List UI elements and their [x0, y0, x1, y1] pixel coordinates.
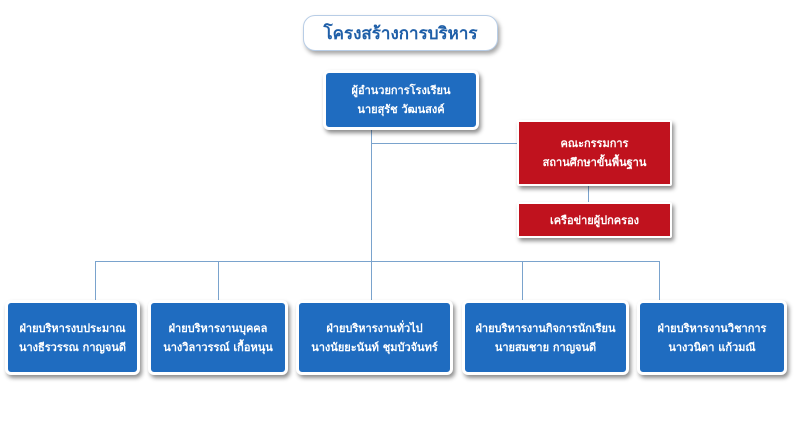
- department-box-academic: ฝ่ายบริหารงานวิชาการ นางวนิดา แก้วมณี: [637, 300, 787, 375]
- department-box-personnel: ฝ่ายบริหารงานบุคคล นางวิลาวรรณ์ เกื้อหนุ…: [148, 300, 288, 375]
- parent-network-label: เครือข่ายผู้ปกครอง: [549, 213, 640, 227]
- director-role: ผู้อำนวยการโรงเรียน: [351, 84, 451, 97]
- connector-horizontal-bus: [95, 261, 660, 262]
- connector-drop-3: [371, 261, 372, 301]
- chart-title: โครงสร้างการบริหาร: [303, 15, 498, 51]
- connector-drop-1: [95, 261, 96, 301]
- department-role: ฝ่ายบริหารงานกิจการนักเรียน: [475, 321, 616, 335]
- parent-network-box: เครือข่ายผู้ปกครอง: [517, 202, 672, 238]
- director-box: ผู้อำนวยการโรงเรียน นายสุรัช วัฒนสงค์: [323, 70, 479, 130]
- department-box-student-affairs: ฝ่ายบริหารงานกิจการนักเรียน นายสมชาย กาญ…: [462, 300, 629, 375]
- connector-drop-2: [218, 261, 219, 301]
- connector-director-trunk: [371, 128, 372, 261]
- department-head: นางวนิดา แก้วมณี: [668, 340, 756, 354]
- board-line1: คณะกรรมการ: [560, 137, 629, 150]
- department-head: นายสมชาย กาญจนดี: [494, 340, 597, 354]
- connector-board-to-network: [588, 184, 589, 204]
- board-line2: สถานศึกษาขั้นพื้นฐาน: [542, 156, 647, 169]
- department-role: ฝ่ายบริหารงบประมาณ: [19, 321, 126, 335]
- department-box-budget: ฝ่ายบริหารงบประมาณ นางธีรวรรณ กาญจนดี: [5, 300, 140, 375]
- department-box-general: ฝ่ายบริหารงานทั่วไป นางนัยยะนันท์ ชุมบัว…: [296, 300, 453, 375]
- department-role: ฝ่ายบริหารงานทั่วไป: [326, 321, 423, 335]
- department-role: ฝ่ายบริหารงานวิชาการ: [657, 321, 767, 335]
- department-head: นางธีรวรรณ กาญจนดี: [18, 340, 127, 354]
- department-head: นางวิลาวรรณ์ เกื้อหนุน: [163, 340, 273, 354]
- department-head: นางนัยยะนันท์ ชุมบัวจันทร์: [311, 340, 438, 354]
- connector-drop-4: [522, 261, 523, 301]
- department-role: ฝ่ายบริหารงานบุคคล: [168, 321, 268, 335]
- connector-to-board: [371, 143, 519, 144]
- connector-drop-5: [659, 261, 660, 301]
- board-box: คณะกรรมการ สถานศึกษาขั้นพื้นฐาน: [517, 120, 672, 186]
- director-name: นายสุรัช วัฒนสงค์: [357, 103, 445, 116]
- chart-title-text: โครงสร้างการบริหาร: [323, 23, 478, 44]
